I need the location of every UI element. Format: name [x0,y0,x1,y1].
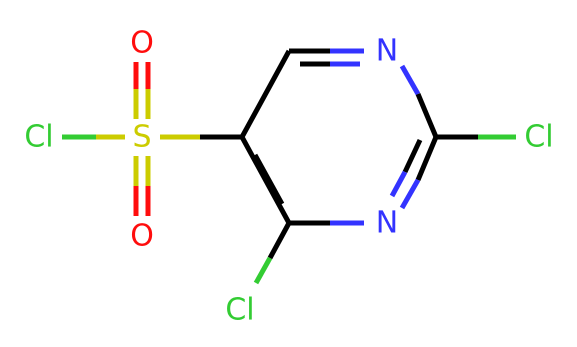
atom-cl-4: Cl [225,293,254,328]
bond-n1-c2-blue [399,64,421,96]
atom-n3: N [376,206,398,241]
bond-c4-c5-inner [252,153,285,206]
bond-c2-n3-inner-black [402,138,423,174]
bond-c5-c6 [239,49,292,139]
bond-c2-n3-outer-blue [399,178,421,210]
atom-labels: Cl S O O N N Cl Cl [24,26,553,328]
bond-c2-n3-outer-black [415,136,439,181]
atom-o-bottom: O [130,219,154,254]
atom-n1: N [376,34,398,69]
bond-c4-cl-black [267,221,292,260]
bond-c4-c5-outer [239,135,292,225]
bond-c2-n3-inner-blue [389,170,408,198]
bond-c4-cl-green [253,256,273,285]
bond-n1-c2-black [415,93,439,138]
bonds [62,48,516,285]
atom-s: S [132,120,151,155]
atom-cl-sulfonyl: Cl [24,120,53,155]
atom-cl-2: Cl [524,120,553,155]
atom-o-top: O [130,26,154,61]
